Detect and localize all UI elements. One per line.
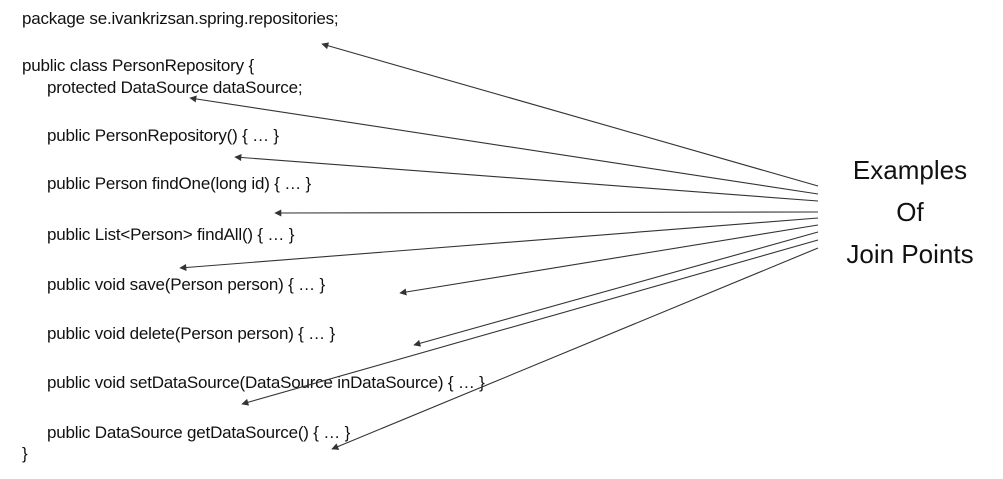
code-line-closing-brace: } <box>22 444 28 463</box>
code-line-find-one: public Person findOne(long id) { … } <box>47 174 312 193</box>
code-line-save: public void save(Person person) { … } <box>47 275 325 294</box>
arrow-to-save <box>399 224 819 296</box>
code-line-package: package se.ivankrizsan.spring.repositori… <box>22 9 339 28</box>
code-line-constructor: public PersonRepository() { … } <box>47 126 279 145</box>
label-line-examples: Examples <box>852 155 968 185</box>
code-line-delete: public void delete(Person person) { … } <box>47 324 335 343</box>
arrow-to-get-datasource <box>331 247 819 450</box>
label-line-of: Of <box>896 197 924 227</box>
arrow-to-constructor <box>234 153 819 202</box>
arrow-to-delete <box>413 231 819 347</box>
code-line-get-datasource: public DataSource getDataSource() { … } <box>47 423 351 442</box>
code-line-field: protected DataSource dataSource; <box>47 78 303 97</box>
arrow-to-class-declaration <box>321 42 819 187</box>
arrow-to-find-one <box>274 209 819 217</box>
code-line-class-declaration: public class PersonRepository { <box>22 56 254 75</box>
code-line-find-all: public List<Person> findAll() { … } <box>47 225 295 244</box>
code-line-set-datasource: public void setDataSource(DataSource inD… <box>47 373 485 392</box>
label-line-join-points: Join Points <box>846 239 974 269</box>
